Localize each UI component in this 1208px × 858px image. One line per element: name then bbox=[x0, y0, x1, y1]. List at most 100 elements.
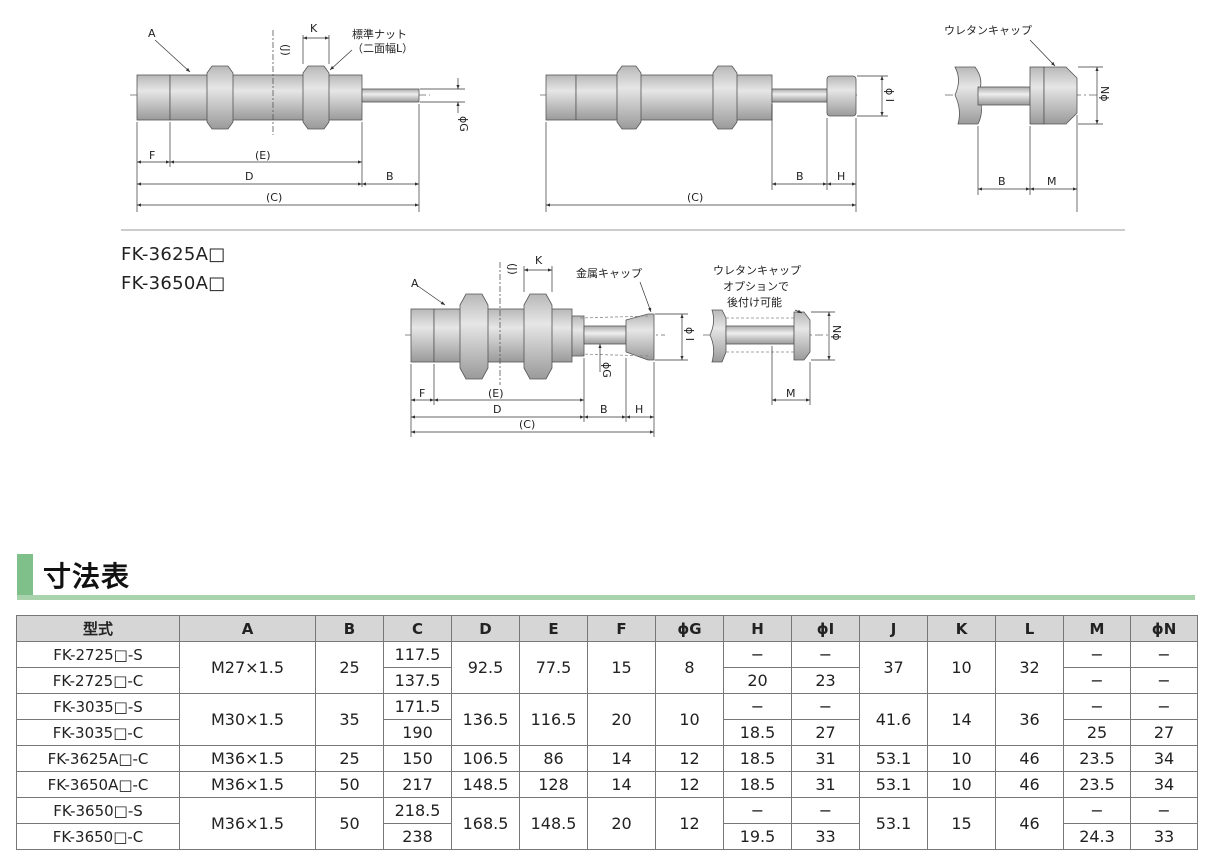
dim-h-label: H bbox=[837, 170, 845, 183]
dimensions-bottom-center bbox=[410, 266, 688, 437]
cell-m: − bbox=[1063, 641, 1131, 668]
header-k: K bbox=[927, 615, 996, 642]
cell-e: 77.5 bbox=[519, 641, 588, 694]
cell-d: 168.5 bbox=[451, 797, 520, 850]
cell-h: − bbox=[723, 693, 792, 720]
cell-h: 18.5 bbox=[723, 719, 792, 746]
dim-b-label-3: B bbox=[998, 175, 1006, 188]
cell-h: − bbox=[723, 797, 792, 824]
cell-model: FK-3650A□-C bbox=[16, 771, 180, 798]
model-label-3650: FK-3650A□ bbox=[121, 273, 226, 294]
cell-a: M30×1.5 bbox=[179, 693, 316, 746]
dim-m-label-2: M bbox=[786, 387, 796, 400]
cell-model: FK-3625A□-C bbox=[16, 745, 180, 772]
dim-k-label: K bbox=[310, 22, 318, 35]
urethane-cap-label: ウレタンキャップ bbox=[944, 24, 1032, 37]
cell-g: 12 bbox=[655, 771, 724, 798]
cell-j: 53.1 bbox=[859, 797, 928, 850]
cell-c: 190 bbox=[383, 719, 452, 746]
dim-n-label-2: Nϕ bbox=[830, 325, 843, 341]
metal-cap-label: 金属キャップ bbox=[576, 266, 642, 280]
cell-c: 217 bbox=[383, 771, 452, 798]
cell-k: 10 bbox=[927, 745, 996, 772]
technical-drawings: A (J) K 標準ナット （二面幅L） F (E) D B (C) ϕG B … bbox=[121, 22, 1125, 437]
cell-d: 136.5 bbox=[451, 693, 520, 746]
cell-n: − bbox=[1130, 693, 1198, 720]
cell-m: 23.5 bbox=[1063, 745, 1131, 772]
dim-d-label: D bbox=[245, 170, 253, 183]
cell-e: 148.5 bbox=[519, 797, 588, 850]
cell-g: 10 bbox=[655, 693, 724, 746]
std-nut-label: 標準ナット bbox=[352, 27, 407, 41]
table-row: FK-2725□-C 137.5 20 23 − − bbox=[16, 667, 1198, 694]
cell-f: 20 bbox=[587, 693, 656, 746]
cell-h: 18.5 bbox=[723, 745, 792, 772]
cell-a: M36×1.5 bbox=[179, 771, 316, 798]
cell-l: 32 bbox=[995, 641, 1064, 694]
header-model: 型式 bbox=[16, 615, 180, 642]
cell-n: − bbox=[1130, 641, 1198, 668]
cell-b: 50 bbox=[315, 771, 384, 798]
drawing-top-left bbox=[130, 30, 430, 135]
dim-f-label-2: F bbox=[419, 387, 425, 400]
header-l: L bbox=[995, 615, 1064, 642]
cell-i: − bbox=[791, 693, 860, 720]
cell-i: − bbox=[791, 797, 860, 824]
cell-k: 10 bbox=[927, 641, 996, 694]
cell-n: 27 bbox=[1130, 719, 1198, 746]
cell-n: 34 bbox=[1130, 745, 1198, 772]
cell-n: 34 bbox=[1130, 771, 1198, 798]
dimension-table: 型式 A B C D E F ϕG H ϕI J K L M ϕN FK-272… bbox=[16, 615, 1198, 850]
section-heading: 寸法表 bbox=[17, 554, 130, 596]
header-g: ϕG bbox=[655, 615, 724, 642]
dim-a-label-2: A bbox=[411, 277, 419, 290]
dim-b-label-2: B bbox=[796, 170, 804, 183]
cell-l: 46 bbox=[995, 797, 1064, 850]
cell-m: − bbox=[1063, 667, 1131, 694]
dim-h-label-2: H bbox=[635, 403, 643, 416]
header-m: M bbox=[1063, 615, 1131, 642]
cell-h: 18.5 bbox=[723, 771, 792, 798]
drawing-bottom-right bbox=[703, 309, 830, 363]
table-row: FK-3650□-S M36×1.5 50 218.5 168.5 148.5 … bbox=[16, 797, 1198, 850]
cell-model: FK-3035□-C bbox=[16, 719, 180, 746]
dim-i-label-2: ϕ I bbox=[683, 327, 696, 341]
cell-l: 36 bbox=[995, 693, 1064, 746]
dim-g-label-2: ϕG bbox=[600, 362, 613, 378]
model-label-3625: FK-3625A□ bbox=[121, 244, 226, 265]
dim-e-label-2: (E) bbox=[488, 387, 504, 400]
cell-j: 53.1 bbox=[859, 771, 928, 798]
section-underline bbox=[17, 595, 1195, 600]
cell-c: 171.5 bbox=[383, 693, 452, 720]
dimensions-top-middle bbox=[545, 75, 888, 212]
cell-g: 8 bbox=[655, 641, 724, 694]
header-f: F bbox=[587, 615, 656, 642]
std-nut-width-label: （二面幅L） bbox=[352, 42, 413, 55]
cell-n: − bbox=[1130, 797, 1198, 824]
cell-c: 238 bbox=[383, 823, 452, 850]
dim-n-label: Nϕ bbox=[1098, 86, 1111, 102]
cell-i: 27 bbox=[791, 719, 860, 746]
dimensions-bottom-right bbox=[771, 309, 835, 405]
urethane-option-label-3: 後付け可能 bbox=[727, 295, 782, 309]
table-row: FK-3650A□-C M36×1.5 50 217 148.5 128 14 … bbox=[16, 771, 1198, 798]
header-a: A bbox=[179, 615, 316, 642]
dim-f-label: F bbox=[149, 149, 155, 162]
cell-model: FK-3035□-S bbox=[16, 693, 180, 720]
cell-h: 19.5 bbox=[723, 823, 792, 850]
table-row: FK-2725□-S M27×1.5 25 117.5 92.5 77.5 15… bbox=[16, 641, 1198, 694]
cell-m: 23.5 bbox=[1063, 771, 1131, 798]
dim-g-label: ϕG bbox=[457, 116, 470, 132]
cell-m: − bbox=[1063, 797, 1131, 824]
header-j: J bbox=[859, 615, 928, 642]
table-row: FK-3650□-C 238 19.5 33 24.3 33 bbox=[16, 823, 1198, 850]
cell-f: 14 bbox=[587, 771, 656, 798]
cell-m: − bbox=[1063, 693, 1131, 720]
cell-a: M36×1.5 bbox=[179, 797, 316, 850]
cell-model: FK-2725□-C bbox=[16, 667, 180, 694]
cell-model: FK-2725□-S bbox=[16, 641, 180, 668]
cell-h: 20 bbox=[723, 667, 792, 694]
header-n: ϕN bbox=[1130, 615, 1198, 642]
cell-c: 117.5 bbox=[383, 641, 452, 668]
dim-e-label: (E) bbox=[255, 149, 271, 162]
